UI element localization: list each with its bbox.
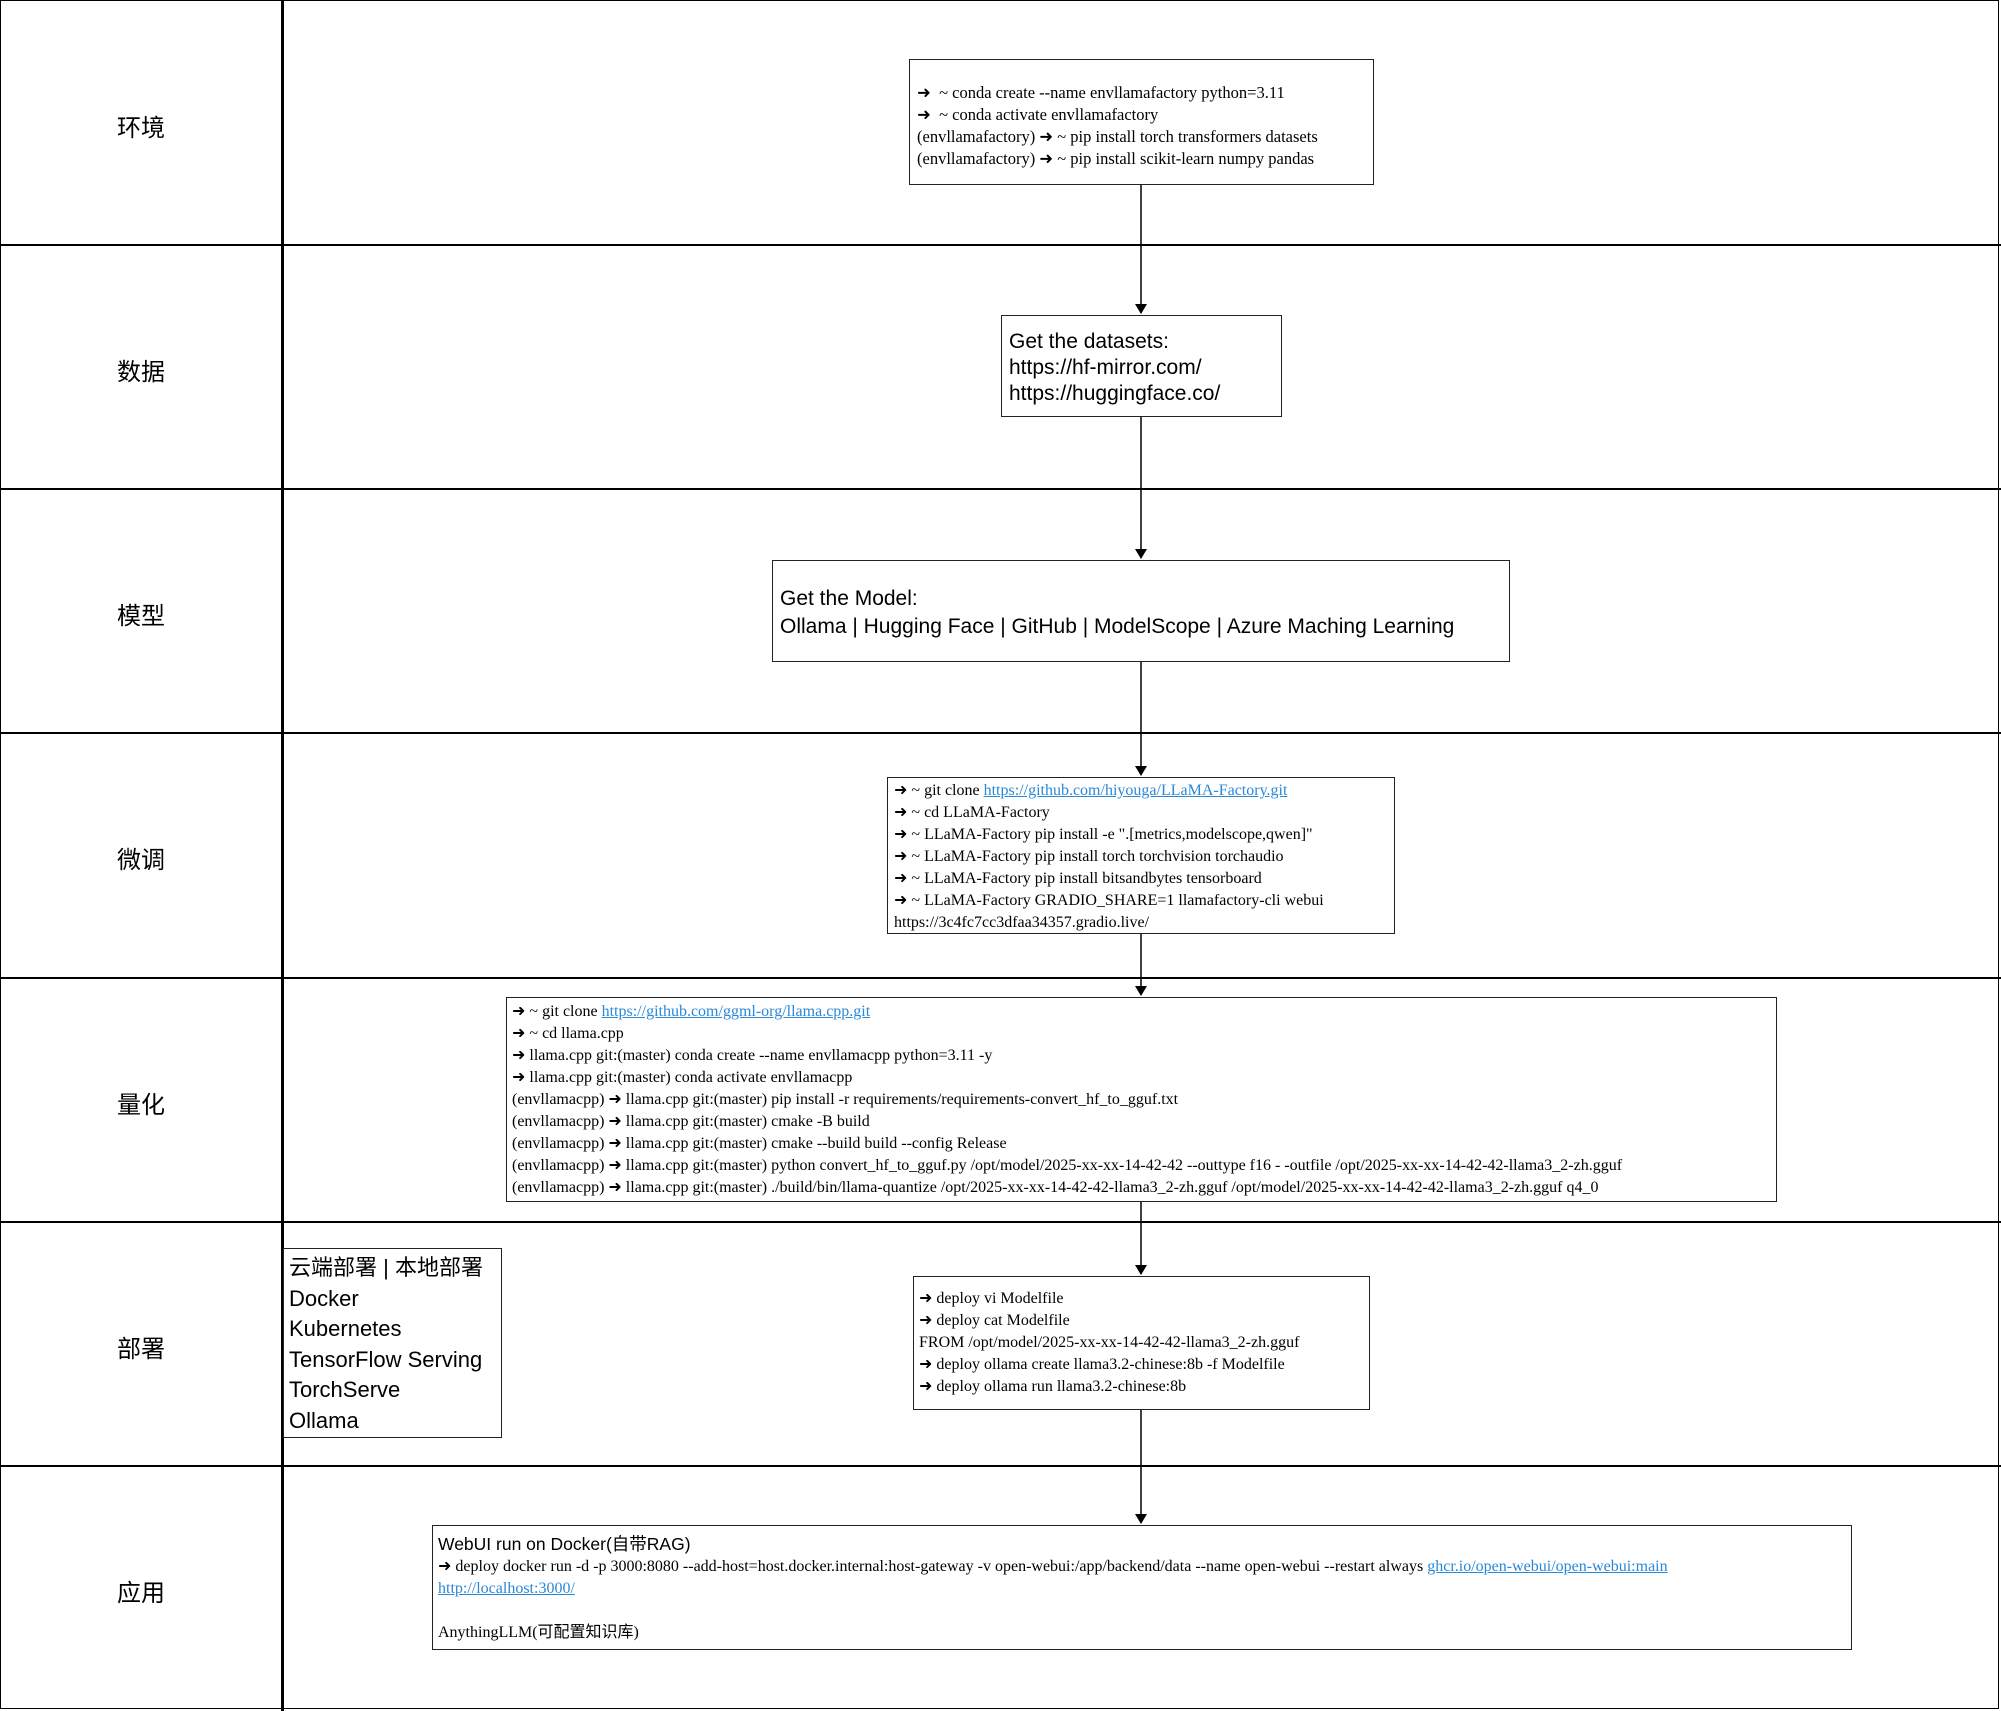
finetune-line: ➜ ~ LLaMA-Factory pip install -e ".[metr… (894, 826, 1313, 843)
model-title: Get the Model: (780, 587, 918, 610)
deploy-line: ➜ deploy ollama create llama3.2-chinese:… (919, 1356, 1285, 1373)
open-webui-image-link[interactable]: ghcr.io/open-webui/open-webui:main (1427, 1558, 1668, 1575)
deploy-option: Docker (289, 1285, 359, 1311)
finetune-box: ➜ ~ git clone https://github.com/hiyouga… (887, 777, 1395, 934)
deploy-line: FROM /opt/model/2025-xx-xx-14-42-42-llam… (919, 1334, 1300, 1351)
deploy-commands-box: ➜ deploy vi Modelfile ➜ deploy cat Model… (913, 1276, 1370, 1410)
deploy-option: 云端部署 | 本地部署 (289, 1255, 483, 1280)
quantize-line: (envllamacpp) ➜ llama.cpp git:(master) .… (512, 1179, 1599, 1196)
model-sources: Ollama | Hugging Face | GitHub | ModelSc… (780, 615, 1455, 638)
stage-label-finetune: 微调 (117, 847, 165, 874)
deploy-option: TensorFlow Serving (289, 1346, 483, 1372)
finetune-clone-prefix: ➜ ~ git clone (894, 782, 984, 799)
quantize-line: ➜ llama.cpp git:(master) conda create --… (512, 1047, 993, 1064)
gradio-url: https://3c4fc7cc3dfaa34357.gradio.live/ (894, 914, 1150, 931)
stage-label-data: 数据 (117, 359, 165, 386)
finetune-line: ➜ ~ cd LLaMA-Factory (894, 804, 1050, 821)
app-box: WebUI run on Docker(自带RAG) ➜ deploy dock… (432, 1525, 1852, 1650)
anythingllm-line: AnythingLLM(可配置知识库) (438, 1624, 639, 1641)
localhost-link[interactable]: http://localhost:3000/ (438, 1580, 575, 1597)
quantize-line: ➜ llama.cpp git:(master) conda activate … (512, 1069, 853, 1086)
row-divider (0, 244, 2001, 246)
deploy-option: TorchServe (289, 1377, 401, 1402)
stage-label-env: 环境 (117, 115, 165, 142)
datasets-source: https://hf-mirror.com/ (1009, 356, 1202, 379)
deploy-line: ➜ deploy vi Modelfile (919, 1290, 1064, 1307)
quantize-line: ➜ ~ cd llama.cpp (512, 1025, 624, 1042)
deploy-option: Ollama (289, 1407, 359, 1433)
deploy-option: Kubernetes (289, 1316, 402, 1341)
app-spacer: ​ (438, 1600, 1851, 1622)
row-divider (0, 732, 2001, 734)
stage-label-quantize: 量化 (117, 1092, 165, 1119)
finetune-line: ➜ ~ LLaMA-Factory pip install torch torc… (894, 848, 1284, 865)
quantize-line: ➜ ~ git clone https://github.com/ggml-or… (512, 1001, 1776, 1023)
model-box: Get the Model: Ollama | Hugging Face | G… (772, 560, 1510, 662)
finetune-line: ➜ ~ LLaMA-Factory GRADIO_SHARE=1 llamafa… (894, 892, 1324, 909)
quantize-line: (envllamacpp) ➜ llama.cpp git:(master) c… (512, 1135, 1007, 1152)
stage-label-app: 应用 (117, 1580, 165, 1607)
deploy-options-box: 云端部署 | 本地部署 Docker Kubernetes TensorFlow… (283, 1248, 502, 1438)
env-line: (envllamafactory) ➜ ~ pip install scikit… (917, 149, 1315, 168)
deploy-line: ➜ deploy ollama run llama3.2-chinese:8b (919, 1378, 1187, 1395)
llama-factory-repo-link[interactable]: https://github.com/hiyouga/LLaMA-Factory… (983, 782, 1288, 799)
stage-label-model: 模型 (117, 603, 165, 630)
datasets-source: https://huggingface.co/ (1009, 382, 1221, 405)
datasets-box: Get the datasets: https://hf-mirror.com/… (1001, 315, 1282, 417)
llama-cpp-repo-link[interactable]: https://github.com/ggml-org/llama.cpp.gi… (601, 1003, 871, 1020)
row-divider (0, 488, 2001, 490)
env-line: ➜ ~ conda create --name envllamafactory … (917, 83, 1285, 102)
finetune-line: ➜ ~ LLaMA-Factory pip install bitsandbyt… (894, 870, 1262, 887)
deploy-line: ➜ deploy cat Modelfile (919, 1312, 1070, 1329)
docker-run-command: ➜ deploy docker run -d -p 3000:8080 --ad… (438, 1556, 1851, 1578)
row-divider (0, 1221, 2001, 1223)
quantize-box: ➜ ~ git clone https://github.com/ggml-or… (506, 997, 1777, 1202)
webui-title: WebUI run on Docker(自带RAG) (438, 1534, 691, 1554)
env-line: (envllamafactory) ➜ ~ pip install torch … (917, 127, 1318, 146)
env-commands-box: ➜ ~ conda create --name envllamafactory … (909, 59, 1374, 185)
quantize-line: (envllamacpp) ➜ llama.cpp git:(master) p… (512, 1157, 1623, 1174)
stage-column-divider (281, 0, 284, 1711)
quantize-line: (envllamacpp) ➜ llama.cpp git:(master) p… (512, 1091, 1179, 1108)
localhost-line: http://localhost:3000/ (438, 1578, 1851, 1600)
datasets-title: Get the datasets: (1009, 330, 1169, 353)
row-divider (0, 1465, 2001, 1467)
docker-run-text: ➜ deploy docker run -d -p 3000:8080 --ad… (438, 1558, 1428, 1575)
stage-label-deploy: 部署 (117, 1336, 165, 1363)
env-line: ➜ ~ conda activate envllamafactory (917, 105, 1159, 124)
quantize-clone-prefix: ➜ ~ git clone (512, 1003, 602, 1020)
row-divider (0, 977, 2001, 979)
finetune-line: ➜ ~ git clone https://github.com/hiyouga… (894, 780, 1394, 802)
quantize-line: (envllamacpp) ➜ llama.cpp git:(master) c… (512, 1113, 870, 1130)
